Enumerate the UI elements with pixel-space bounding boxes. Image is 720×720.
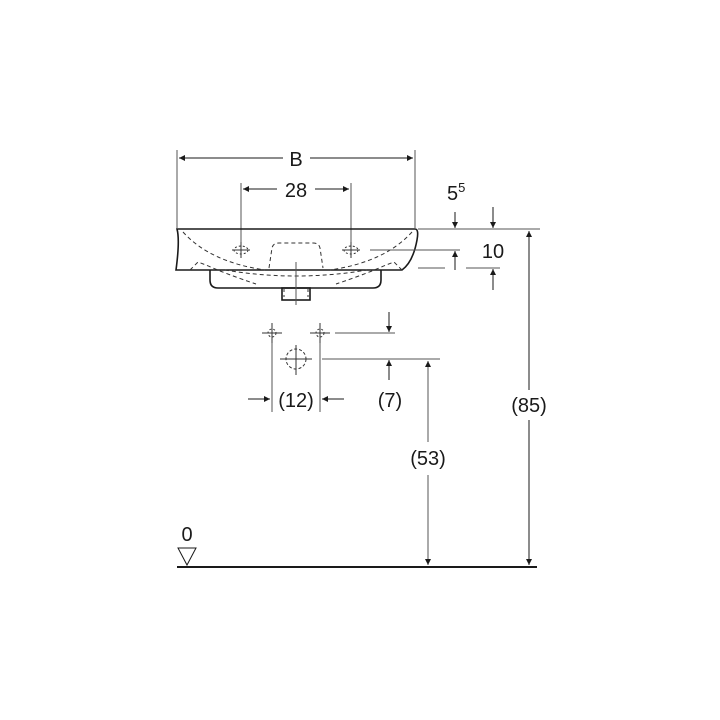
depth-ten-label: 10 [482,241,504,263]
rim-height-label: (85) [511,395,547,417]
supply-dimension: (12) (7) [248,312,440,412]
tap-spacing-dimension: 28 [240,180,352,250]
tap-spacing-label: 28 [285,180,307,202]
waste-height-dimension: (53) [410,361,446,565]
width-label: B [289,149,302,171]
floor-level-triangle-icon [177,547,197,567]
rim-dimension: 55 10 [370,180,540,290]
width-dimension: B [176,149,416,228]
supply-spacing-label: (12) [278,390,314,412]
basin-outline [175,228,419,301]
tap-hole-markers [232,242,360,258]
supply-connection-markers [262,323,330,375]
rim-thickness-label: 55 [447,180,465,205]
waste-height-label: (53) [410,448,446,470]
rim-height-dimension: (85) [511,231,547,565]
floor-level: 0 [177,524,537,568]
floor-level-label: 0 [181,524,192,546]
supply-offset-label: (7) [378,390,402,412]
